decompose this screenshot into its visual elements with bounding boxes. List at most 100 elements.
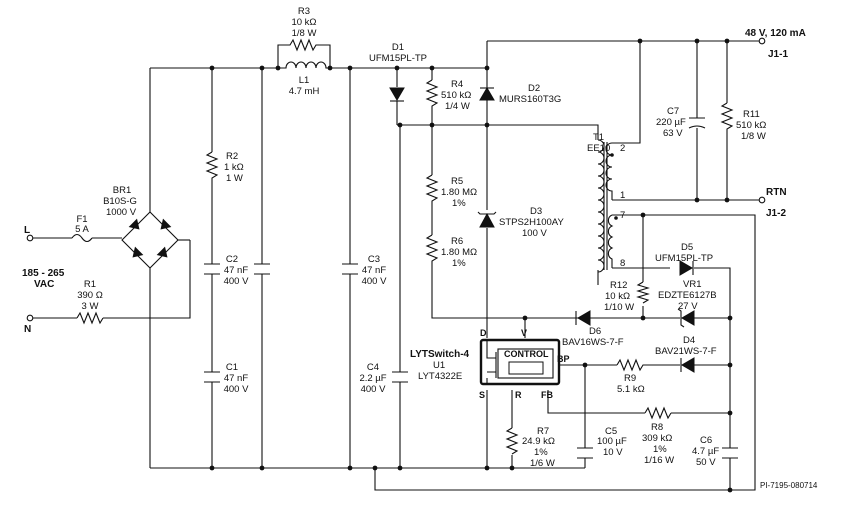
c2-ref: C2: [226, 254, 238, 265]
junction-dots: [209, 38, 733, 493]
r8-power: 1/16 W: [644, 455, 674, 466]
resistor-r9-symbol: [616, 358, 646, 372]
r12-value: 10 kΩ: [605, 291, 630, 302]
r9-ref: R9: [624, 373, 636, 384]
c1-ref: C1: [226, 362, 238, 373]
vr1-part: EDZTE6127B: [658, 290, 717, 301]
u1-pin-v: V: [521, 328, 527, 338]
labels: 48 V, 120 mA J1-1 RTN J1-2 L N 185 - 265…: [22, 6, 818, 490]
neutral-label: N: [24, 324, 31, 335]
rtn-label: RTN: [766, 187, 787, 198]
t1-pin-2: 2: [620, 143, 625, 154]
d6-part: BAV16WS-7-F: [562, 337, 624, 348]
u1-pin-d: D: [480, 328, 487, 338]
c3-value: 47 nF: [362, 265, 386, 276]
resistor-r4-symbol: [425, 79, 439, 110]
bridge-rectifier-br1-symbol: [121, 211, 190, 272]
d2-ref: D2: [528, 83, 540, 94]
diode-d2-symbol: [479, 87, 495, 101]
capacitor-c6-symbol: [722, 447, 738, 459]
r7-value: 24.9 kΩ: [522, 436, 555, 447]
capacitor-c1-symbol: [204, 371, 220, 383]
input-range-label: 185 - 265: [22, 268, 65, 279]
r6-value: 1.80 MΩ: [441, 247, 477, 258]
c4-ref: C4: [367, 362, 379, 373]
resistor-r1-symbol: [76, 311, 104, 325]
u1-ref: U1: [433, 360, 445, 371]
l1-value: 4.7 mH: [289, 86, 320, 97]
input-vac-label: VAC: [34, 279, 54, 290]
t1-part: EE10: [587, 143, 610, 154]
capacitor-c2-symbol: [204, 263, 220, 275]
d1-ref: D1: [392, 42, 404, 53]
r7-ref: R7: [537, 426, 549, 437]
resistor-r7-symbol: [505, 427, 519, 455]
c1-rating: 400 V: [224, 384, 249, 395]
d4-part: BAV21WS-7-F: [655, 346, 717, 357]
r3-ref: R3: [298, 6, 310, 17]
c3-ref: C3: [368, 254, 380, 265]
j1-1-label: J1-1: [768, 49, 788, 60]
fuse-f1-symbol: [71, 233, 93, 243]
output-rating-label: 48 V, 120 mA: [745, 28, 806, 39]
r8-tol: 1%: [653, 444, 667, 455]
f1-ref: F1: [76, 214, 87, 225]
capacitor-c4-symbol: [392, 371, 408, 383]
capacitor-c5-symbol: [577, 447, 593, 459]
zener-vr1-symbol: [677, 308, 695, 328]
u1-family: LYTSwitch-4: [410, 349, 470, 360]
c5-value: 100 µF: [597, 436, 627, 447]
r8-value: 309 kΩ: [642, 433, 672, 444]
c4-value: 2.2 µF: [359, 373, 386, 384]
r1-ref: R1: [84, 279, 96, 290]
r2-ref: R2: [226, 151, 238, 162]
resistor-r6-symbol: [425, 234, 439, 265]
c6-ref: C6: [700, 435, 712, 446]
r2-power: 1 W: [226, 173, 243, 184]
transformer-t1-symbol: [597, 139, 618, 273]
c1-value: 47 nF: [224, 373, 248, 384]
u1-pin-r: R: [515, 390, 522, 400]
vr1-ref: VR1: [683, 279, 701, 290]
d3-ref: D3: [530, 206, 542, 217]
line-label: L: [24, 225, 30, 236]
t1-ref: T1: [593, 132, 604, 143]
br1-ref: BR1: [113, 185, 131, 196]
r11-power: 1/8 W: [741, 131, 766, 142]
u1-pin-s: S: [479, 390, 485, 400]
inductor-l1-symbol: [278, 61, 330, 69]
c2-value: 47 nF: [224, 265, 248, 276]
diode-d6-symbol: [575, 310, 591, 326]
drawing-id: PI-7195-080714: [760, 481, 818, 490]
ic-u1-symbol: [479, 338, 561, 386]
d4-ref: D4: [683, 335, 695, 346]
diode-d3-symbol: [477, 211, 497, 228]
u1-pin-bp: BP: [557, 354, 570, 364]
resistor-r11-symbol: [720, 102, 734, 135]
r3-power: 1/8 W: [292, 28, 317, 39]
r12-ref: R12: [610, 280, 627, 291]
r4-value: 510 kΩ: [441, 90, 471, 101]
r5-value: 1.80 MΩ: [441, 187, 477, 198]
r3-value: 10 kΩ: [291, 17, 316, 28]
c3-rating: 400 V: [362, 276, 387, 287]
r11-value: 510 kΩ: [736, 120, 766, 131]
r4-power: 1/4 W: [445, 101, 470, 112]
d3-part: STPS2H100AY: [499, 217, 564, 228]
diode-d1-symbol: [389, 87, 405, 102]
resistor-r5-symbol: [425, 174, 439, 205]
resistor-r8-symbol: [644, 406, 672, 420]
c5-ref: C5: [605, 426, 617, 437]
c7-ref: C7: [667, 106, 679, 117]
j1-2-label: J1-2: [766, 208, 786, 219]
terminals: [26, 37, 766, 322]
resistor-r2-symbol: [205, 151, 219, 182]
u1-block-label: CONTROL: [504, 349, 549, 359]
r8-ref: R8: [651, 422, 663, 433]
d6-ref: D6: [589, 326, 601, 337]
c7-rating: 63 V: [663, 128, 683, 139]
c6-value: 4.7 µF: [692, 446, 719, 457]
r12-power: 1/10 W: [604, 302, 634, 313]
br1-rating: 1000 V: [106, 207, 137, 218]
